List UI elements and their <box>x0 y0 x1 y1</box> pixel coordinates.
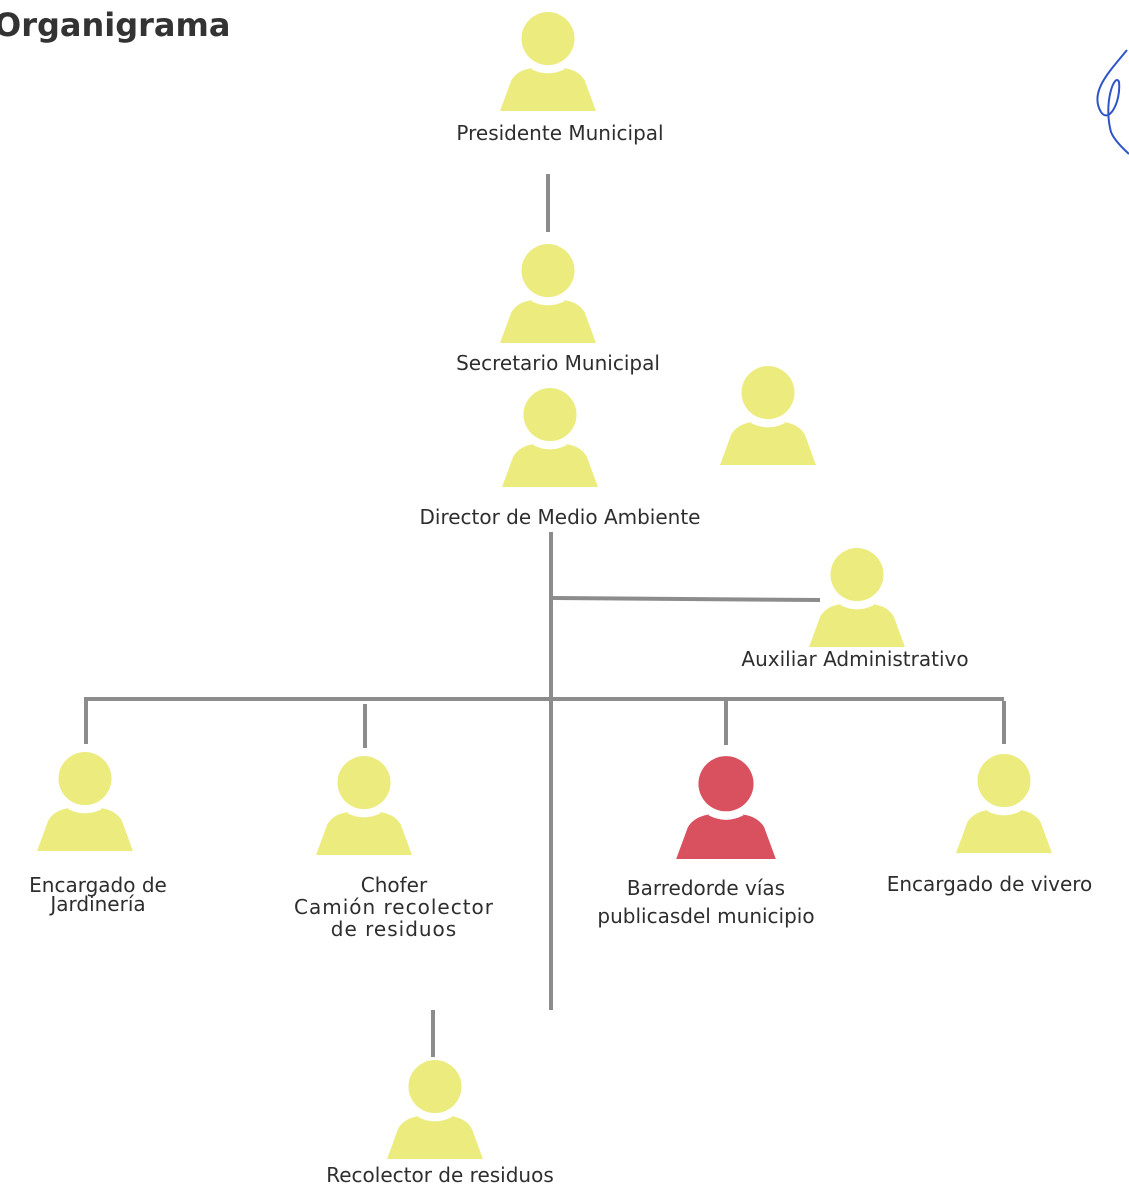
node-label-jardineria-line1: Encargado de <box>29 873 167 897</box>
node-label-barredor-line2: publicasdel municipio <box>597 904 815 928</box>
node-label-auxiliar: Auxiliar Administrativo <box>741 647 969 671</box>
person-icon-secretario <box>497 240 599 344</box>
node-label-chofer-line3: de residuos <box>330 917 458 941</box>
person-icon-auxiliar <box>806 544 908 648</box>
person-icon-presidente <box>497 8 599 112</box>
node-label-vivero: Encargado de vivero <box>886 872 1093 896</box>
signature-stroke <box>1096 49 1129 155</box>
node-label-jardineria: Encargado de Jardinería <box>0 874 196 915</box>
node-label-chofer-line2: Camión recolector <box>293 895 494 919</box>
person-icon-unlabeled <box>717 362 819 466</box>
person-icon-vivero <box>953 750 1055 854</box>
person-icon-barredor <box>673 752 779 860</box>
node-label-jardineria-line2: Jardinería <box>50 892 146 916</box>
node-label-barredor: Barredorde vías publicasdel municipio <box>556 874 856 930</box>
node-label-presidente: Presidente Municipal <box>456 121 664 145</box>
person-icon-chofer <box>313 752 415 856</box>
page-title: Organigrama <box>0 6 231 44</box>
person-icon-recolector <box>384 1056 486 1160</box>
node-label-director: Director de Medio Ambiente <box>419 505 701 529</box>
person-icon-director <box>499 384 601 488</box>
person-icon-jardineria <box>34 748 136 852</box>
node-label-barredor-line1: Barredorde vías <box>626 876 786 900</box>
node-label-chofer: Chofer Camión recolector de residuos <box>246 874 542 940</box>
node-label-recolector: Recolector de residuos <box>326 1163 554 1187</box>
node-label-secretario: Secretario Municipal <box>456 351 660 375</box>
node-label-chofer-line1: Chofer <box>360 873 428 897</box>
line-to-auxiliar <box>552 596 821 602</box>
